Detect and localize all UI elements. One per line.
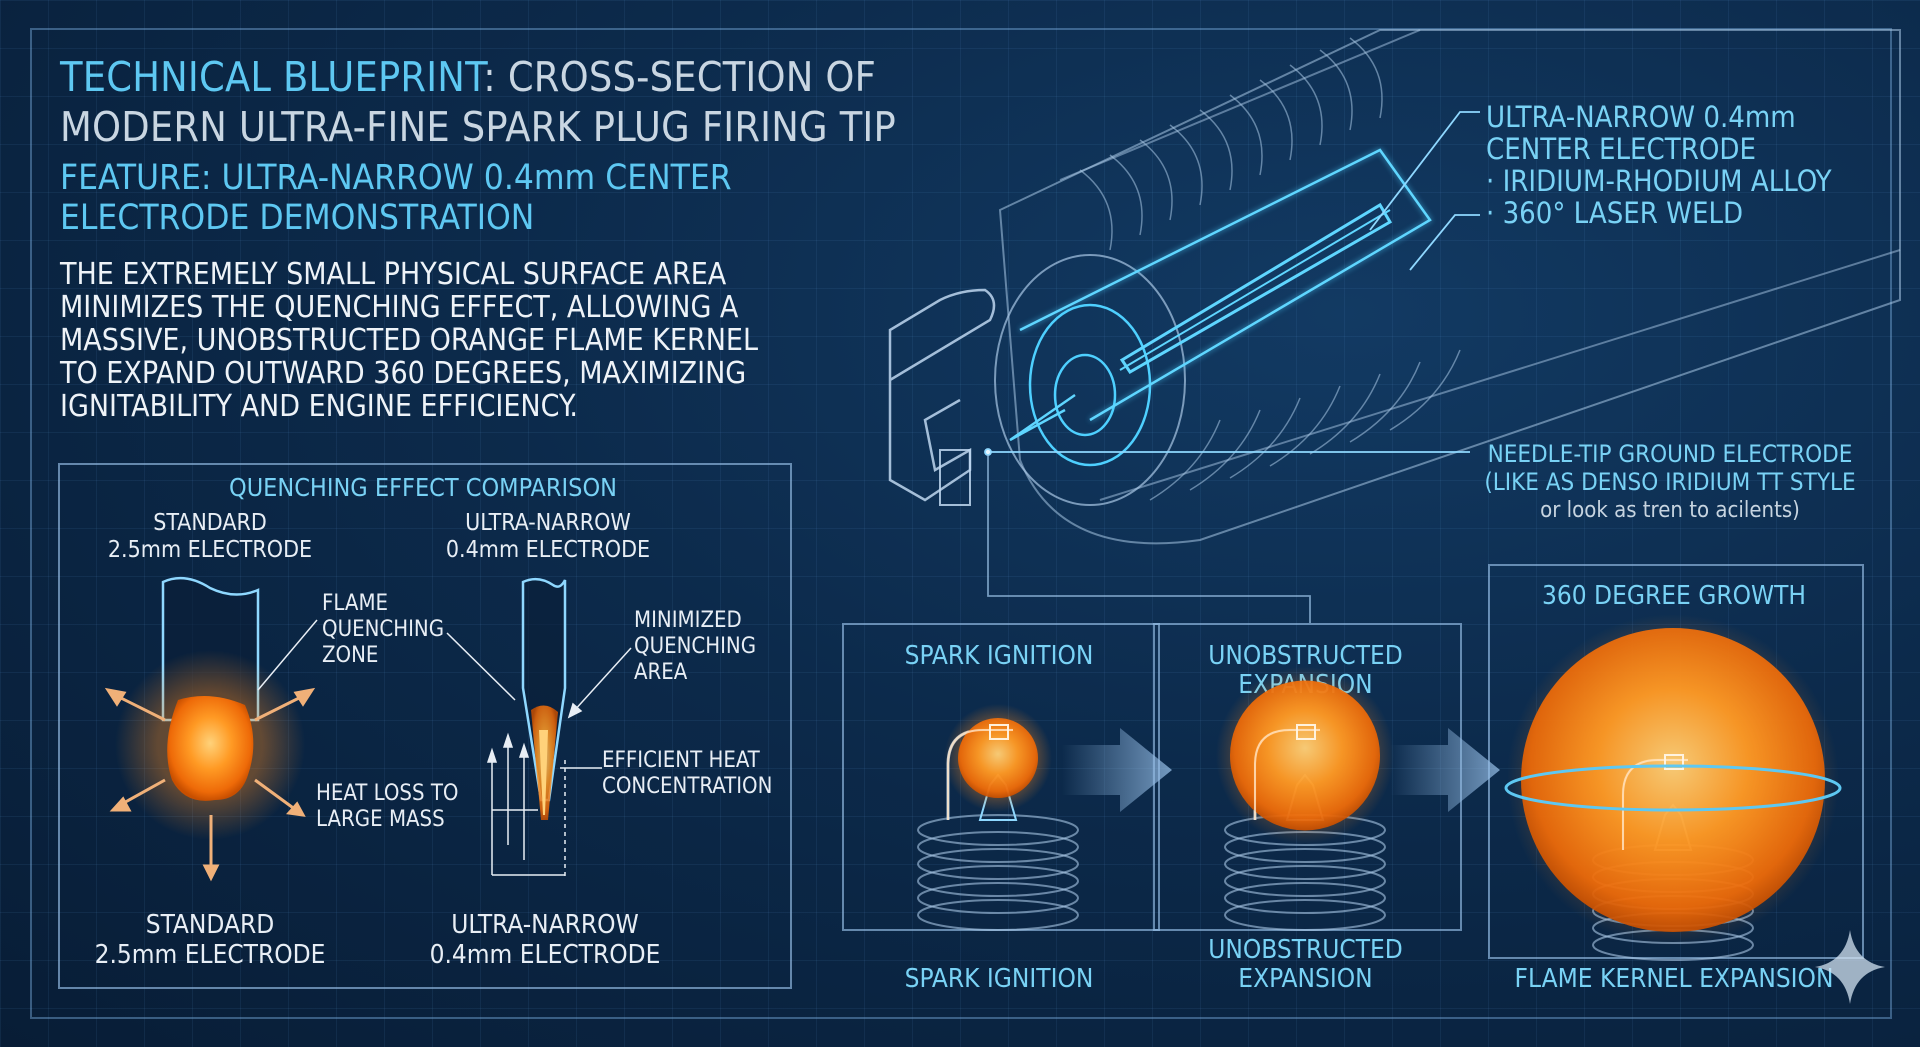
narrow-electrode: [446, 577, 632, 880]
rotation-ring: [1504, 764, 1842, 812]
flame-kernel: [1230, 680, 1380, 831]
blueprint-frame: [30, 28, 1892, 1019]
stage-plugs: [917, 614, 1842, 961]
page-title: TECHNICAL BLUEPRINT: CROSS-SECTION OF MO…: [60, 52, 896, 152]
stage-plug-2: [1216, 666, 1394, 931]
stage-growth-bottom-label: FLAME KERNEL EXPANSION: [1514, 964, 1834, 994]
title-rest: : CROSS-SECTION OF MODERN ULTRA-FINE SPA…: [60, 53, 896, 151]
feature-heading: FEATURE: ULTRA-NARROW 0.4mm CENTER ELECT…: [60, 158, 732, 238]
stage-spark-bottom-label: SPARK IGNITION: [904, 964, 1094, 994]
narrow-top-label: ULTRA-NARROW 0.4mm ELECTRODE: [445, 510, 651, 563]
standard-top-label: STANDARD 2.5mm ELECTRODE: [107, 510, 313, 563]
stage-arrows: [1062, 728, 1500, 812]
title-highlight: TECHNICAL BLUEPRINT: [60, 53, 484, 101]
flame-kernel: [958, 718, 1038, 798]
comparison-title: QUENCHING EFFECT COMPARISON: [229, 473, 617, 502]
sparkle-icon: [1815, 930, 1885, 1004]
standard-electrode: [104, 576, 318, 882]
flame-quenching-label: FLAME QUENCHING ZONE: [322, 591, 445, 668]
stage-spark-top-label: SPARK IGNITION: [904, 641, 1094, 671]
center-electrode-callout: ULTRA-NARROW 0.4mm CENTER ELECTRODE · IR…: [1486, 100, 1832, 230]
minimized-quenching-label: MINIMIZED QUENCHING AREA: [634, 608, 757, 685]
stage-plug-3: [1504, 614, 1842, 961]
spark-plug-cross-section: [888, 29, 1901, 545]
narrow-bottom-label: ULTRA-NARROW 0.4mm ELECTRODE: [429, 910, 661, 970]
ground-electrode-subnote: or look as tren to acilents): [1540, 498, 1800, 523]
stage-plug-1: [917, 704, 1079, 931]
callout-leaders: [984, 111, 1480, 623]
flame-kernel: [1521, 628, 1825, 932]
stage-expansion-bottom-label: UNOBSTRUCTED EXPANSION: [1208, 935, 1403, 994]
stage-growth-top-label: 360 DEGREE GROWTH: [1541, 581, 1806, 611]
ground-electrode-callout: NEEDLE-TIP GROUND ELECTRODE (LIKE AS DEN…: [1484, 440, 1856, 496]
comparison-panel: [58, 463, 792, 989]
description-text: THE EXTREMELY SMALL PHYSICAL SURFACE ARE…: [60, 257, 758, 424]
heat-loss-label: HEAT LOSS TO LARGE MASS: [316, 781, 459, 832]
standard-bottom-label: STANDARD 2.5mm ELECTRODE: [94, 910, 326, 970]
efficient-heat-label: EFFICIENT HEAT CONCENTRATION: [602, 748, 773, 799]
